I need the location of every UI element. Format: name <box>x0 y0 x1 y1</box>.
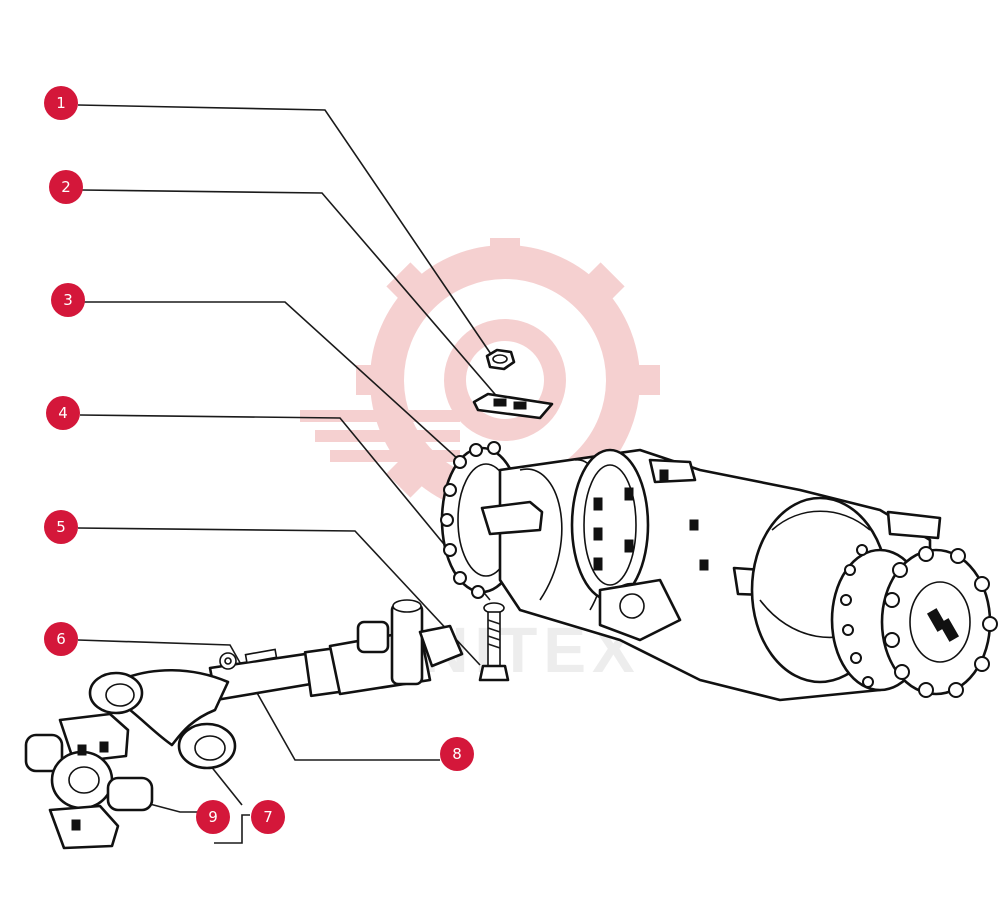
part-bolt <box>478 602 510 682</box>
right-sprocket <box>880 546 998 698</box>
svg-text:3: 3 <box>63 291 73 309</box>
svg-text:7: 7 <box>263 808 273 826</box>
svg-text:8: 8 <box>452 745 462 763</box>
part-nut <box>485 348 516 371</box>
part-universal-joint <box>24 712 154 850</box>
callout-4[interactable]: 4 <box>46 396 80 430</box>
drive-shaft <box>88 599 464 770</box>
leader-lines <box>77 104 501 844</box>
axle-assembly <box>440 441 998 702</box>
callout-3[interactable]: 3 <box>51 283 85 317</box>
callouts: 1 2 3 4 5 6 7 8 <box>44 86 474 834</box>
svg-text:9: 9 <box>208 808 218 826</box>
svg-text:6: 6 <box>56 630 66 648</box>
callout-1[interactable]: 1 <box>44 86 78 120</box>
svg-text:1: 1 <box>56 94 66 112</box>
callout-9[interactable]: 9 <box>196 800 230 834</box>
svg-text:2: 2 <box>61 178 71 196</box>
svg-text:4: 4 <box>58 404 68 422</box>
svg-text:5: 5 <box>56 518 66 536</box>
callout-8[interactable]: 8 <box>440 737 474 771</box>
callout-7[interactable]: 7 <box>251 800 285 834</box>
callout-6[interactable]: 6 <box>44 622 78 656</box>
callout-5[interactable]: 5 <box>44 510 78 544</box>
callout-2[interactable]: 2 <box>49 170 83 204</box>
part-plate <box>472 392 554 420</box>
